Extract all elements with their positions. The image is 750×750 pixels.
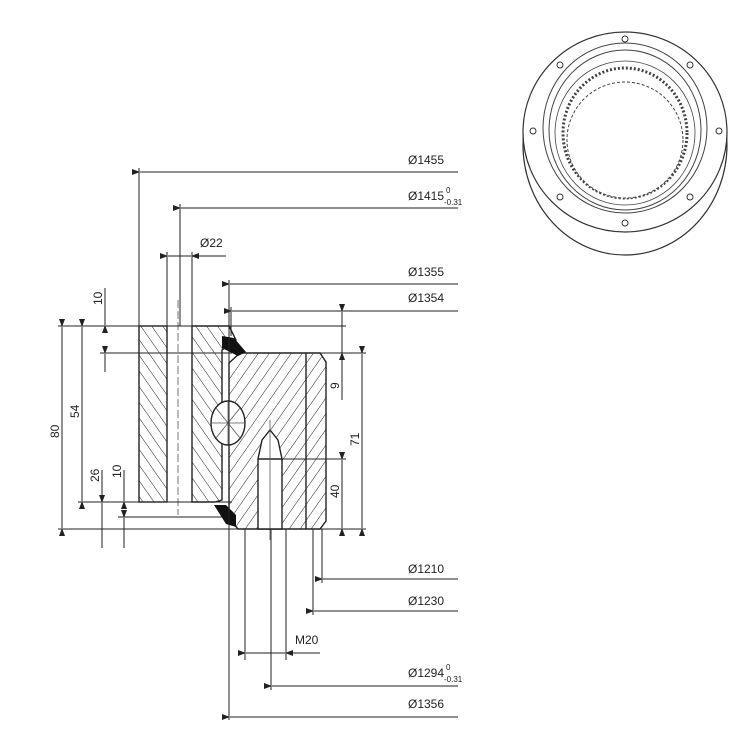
label-h40: 40 [328,484,342,498]
label-h9: 9 [328,382,342,389]
label-d1415: Ø1415 [408,189,444,203]
label-h10-top: 10 [91,291,105,305]
tol-lower-d1294: -0.31 [444,675,463,684]
bottom-seal [214,505,236,527]
label-d22: Ø22 [200,236,223,250]
label-d1356: Ø1356 [408,697,444,711]
label-d1455: Ø1455 [408,153,444,167]
tol-upper-d1415: 0 [446,186,451,195]
label-d1355: Ø1355 [408,265,444,279]
label-d1210: Ø1210 [408,562,444,576]
height-dimensions [59,288,365,548]
label-d1230: Ø1230 [408,594,444,608]
inner-ring-section [228,352,327,540]
label-h54: 54 [68,404,82,418]
label-m20: M20 [295,633,319,647]
label-h80: 80 [48,424,62,438]
label-d1294: Ø1294 [408,666,444,680]
top-seal [222,336,246,356]
ball-icon [210,400,246,446]
diameter-dimensions [132,169,458,720]
label-d1354: Ø1354 [408,291,444,305]
label-h10-bottom: 10 [110,464,124,478]
tol-upper-d1294: 0 [446,663,451,672]
bearing-3d-view [522,31,728,256]
tol-lower-d1415: -0.31 [444,198,463,207]
label-h71: 71 [348,432,362,446]
label-h26: 26 [88,468,102,482]
